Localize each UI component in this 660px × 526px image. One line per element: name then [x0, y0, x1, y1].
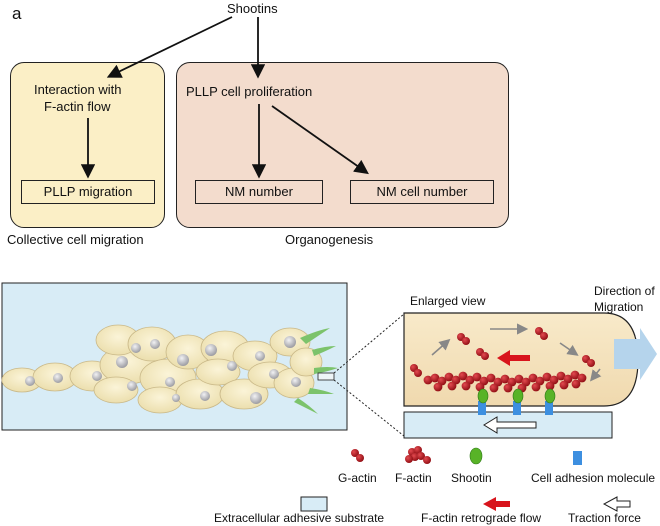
panel-a-arrows: [80, 16, 369, 179]
arrow-to-interaction: [106, 16, 233, 78]
traction-force-arrow: [483, 416, 537, 434]
direction-arrow: [614, 328, 657, 380]
legend-f-actin: F-actin: [395, 471, 432, 485]
adhesion-molecules: [478, 401, 553, 415]
legend-shootin: Shootin: [451, 471, 492, 485]
enlarged-view-label: Enlarged view: [410, 294, 486, 308]
legend-adhesion: Cell adhesion molecule: [531, 471, 656, 485]
interaction-text-line2: F-actin flow: [44, 99, 111, 114]
nm-cell-number-box: NM cell number: [350, 180, 494, 204]
panel-b-illustration: [1, 282, 657, 512]
g-actin-monomers: [410, 327, 595, 377]
organogenesis-caption: Organogenesis: [285, 232, 374, 247]
interaction-text-line1: Interaction with: [34, 82, 122, 97]
legend-traction: Traction force: [568, 511, 641, 525]
proliferation-text: PLLP cell proliferation: [186, 84, 313, 99]
pllp-migration-box: PLLP migration: [21, 180, 155, 204]
shootins-label: Shootins: [227, 1, 278, 16]
organogenesis-box: [176, 62, 509, 228]
legend-retrograde: F-actin retrograde flow: [421, 511, 542, 525]
retrograde-flow-arrow: [497, 350, 530, 366]
legend-glyphs: [300, 446, 631, 512]
zoom-line-top: [333, 313, 405, 374]
f-actin-filament: [423, 370, 587, 393]
zoom-line-bottom: [333, 379, 405, 437]
enlarged-region-marker: [317, 372, 335, 381]
legend-substrate: Extracellular adhesive substrate: [214, 511, 385, 525]
nuclei: [25, 336, 301, 404]
legend-g-actin: G-actin: [338, 471, 377, 485]
direction-label-line1: Direction of: [594, 284, 655, 298]
direction-label-line2: Migration: [594, 300, 644, 314]
panel-a-label: a: [12, 4, 22, 23]
shootin-molecules: [477, 388, 556, 404]
collective-migration-caption: Collective cell migration: [7, 232, 144, 247]
nm-number-box: NM number: [195, 180, 323, 204]
arrow-to-nm-cell-number: [271, 105, 369, 175]
filopodia: [294, 328, 338, 414]
